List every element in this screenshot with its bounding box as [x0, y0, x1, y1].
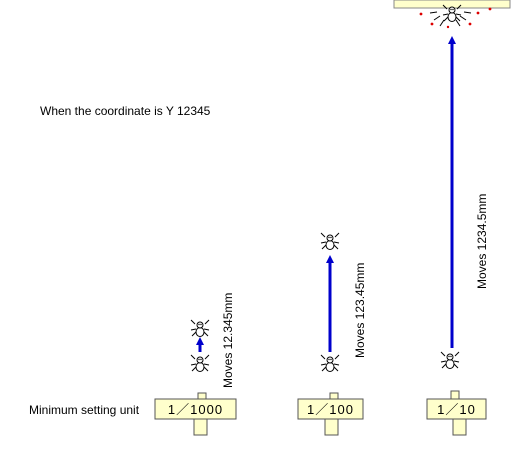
- move-label: Moves 12.345mm: [221, 293, 235, 388]
- bug-end-icon: [190, 319, 210, 337]
- dial-label: 1／10: [437, 402, 476, 417]
- dial-label: 1／1000: [168, 402, 223, 417]
- move-label: Moves 123.45mm: [353, 263, 367, 358]
- row-label: Minimum setting unit: [29, 403, 140, 417]
- impact-sparks-icon: [419, 7, 492, 29]
- unit-column-1000: Moves 12.345mm 1／1000: [154, 293, 237, 436]
- bug-start-icon: [440, 351, 460, 369]
- bug-end-icon: [320, 232, 340, 250]
- bug-start-icon: [190, 354, 210, 372]
- dial-100: 1／100: [297, 392, 364, 436]
- bug-start-icon: [320, 354, 340, 372]
- dial-1000: 1／1000: [154, 392, 237, 436]
- unit-column-100: Moves 123.45mm 1／100: [297, 232, 367, 436]
- dial-label: 1／100: [307, 402, 354, 417]
- header-text: When the coordinate is Y 12345: [40, 104, 211, 118]
- dial-10: 1／10: [426, 390, 487, 436]
- unit-column-10: Moves 1234.5mm 1／10: [419, 4, 492, 436]
- bug-end-icon: [442, 4, 462, 22]
- move-label: Moves 1234.5mm: [475, 194, 489, 289]
